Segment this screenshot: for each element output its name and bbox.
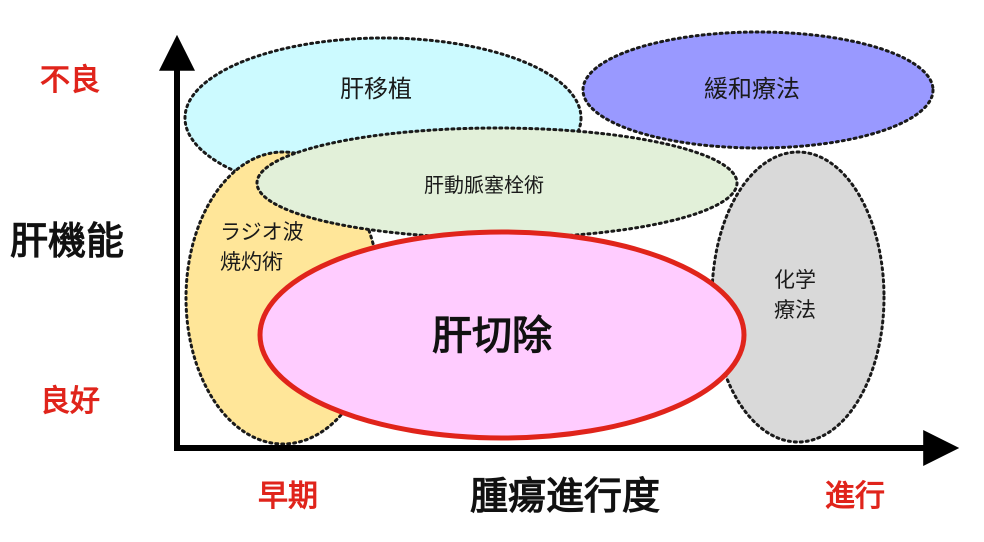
x-axis-left-label: 早期: [258, 479, 318, 514]
y-axis-bottom-label: 良好: [40, 384, 100, 419]
region-resection: [257, 229, 747, 441]
palliative-label: 緩和療法: [704, 75, 800, 103]
chemo-label-line1: 化学: [774, 268, 816, 292]
region-chemo: [710, 150, 886, 444]
resection-label: 肝切除: [432, 313, 552, 359]
x-axis-title: 腫瘍進行度: [470, 474, 661, 518]
y-axis-top-label: 不良: [40, 63, 100, 98]
region-palliative: [581, 30, 935, 150]
y-axis-title: 肝機能: [10, 219, 125, 263]
rfa-label-line1: ラジオ波: [220, 220, 304, 244]
transplant-label: 肝移植: [340, 75, 412, 103]
x-axis-right-label: 進行: [825, 479, 885, 514]
rfa-label-line2: 焼灼術: [220, 250, 283, 274]
tace-label: 肝動脈塞栓術: [424, 173, 544, 197]
chemo-label-line2: 療法: [774, 298, 816, 322]
